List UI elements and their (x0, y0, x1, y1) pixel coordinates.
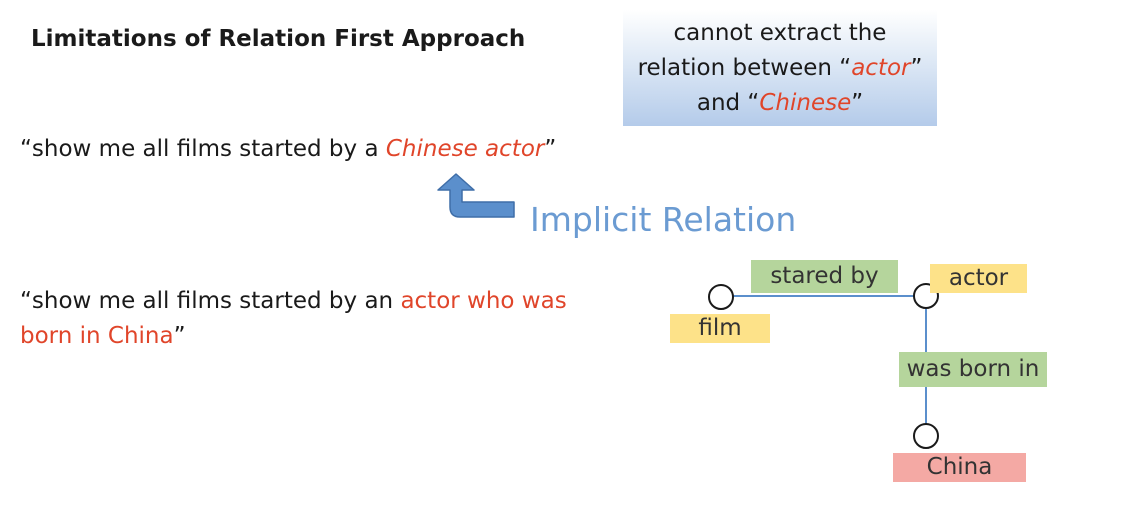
query-line-1: “show me all films started by an actor w… (20, 284, 567, 319)
callout-line-1: cannot extract the (673, 20, 887, 46)
query-highlight: actor who was (400, 288, 567, 314)
callout-text: relation between “ (637, 55, 852, 81)
query-text: ” (173, 323, 186, 349)
edge-was-born-in-label: was born in (899, 352, 1047, 387)
node-film-circle (708, 284, 734, 310)
callout-line-3: and “Chinese” (623, 86, 937, 121)
query-text: “show me all films started by an (20, 288, 401, 314)
query-line-2: born in China” (20, 319, 567, 354)
callout-text: ” (851, 90, 864, 116)
callout-highlight-actor: actor (851, 55, 911, 81)
bent-arrow-icon (437, 173, 515, 218)
example-query-1: “show me all films started by a Chinese … (20, 136, 556, 162)
callout-text: ” (910, 55, 923, 81)
node-film-label: film (670, 314, 770, 343)
node-china-label: China (893, 453, 1026, 482)
callout-box: cannot extract the relation between “act… (623, 10, 937, 126)
query-highlight: born in China (20, 323, 174, 349)
query-highlight: Chinese actor (385, 136, 545, 162)
example-query-2: “show me all films started by an actor w… (20, 284, 567, 354)
edge-stared-by-label: stared by (751, 260, 898, 293)
node-actor-label: actor (930, 264, 1027, 293)
node-china-circle (913, 423, 939, 449)
query-text: “show me all films started by a (20, 136, 386, 162)
callout-line-2: relation between “actor” (623, 51, 937, 86)
query-text: ” (544, 136, 557, 162)
callout-highlight-chinese: Chinese (759, 90, 852, 116)
slide-title: Limitations of Relation First Approach (31, 26, 526, 52)
callout-text: and “ (696, 90, 760, 116)
implicit-relation-label: Implicit Relation (530, 200, 797, 239)
